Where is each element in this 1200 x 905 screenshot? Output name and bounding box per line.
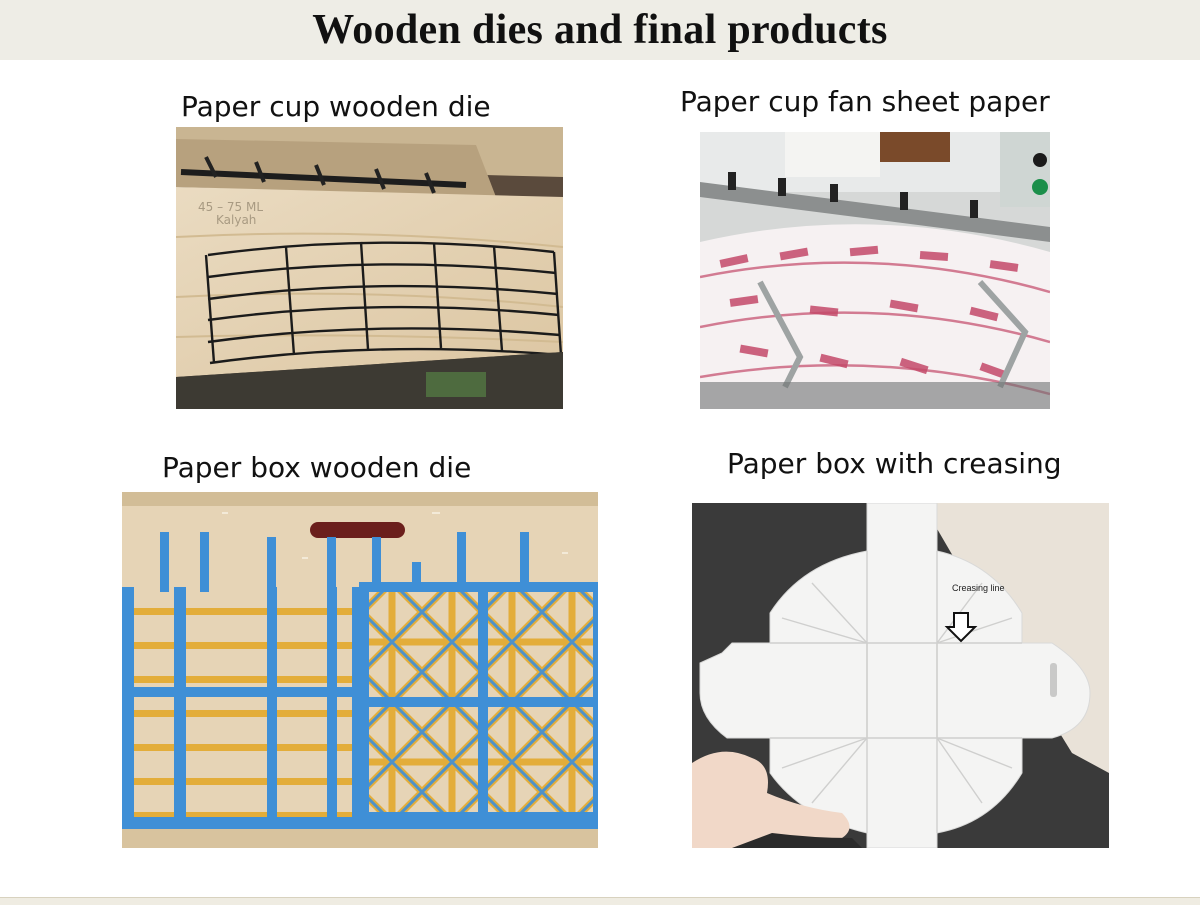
down-arrow-icon <box>944 612 978 643</box>
caption-cup-die: Paper cup wooden die <box>181 90 491 123</box>
creasing-line-label: Creasing line <box>952 583 1005 593</box>
board-marking-size: 45 – 75 ML <box>198 200 263 214</box>
caption-box-crease: Paper box with creasing <box>727 447 1062 480</box>
slide-title: Wooden dies and final products <box>312 7 888 53</box>
fan-sheet-photo <box>700 132 1050 409</box>
footer-rule <box>0 897 1200 905</box>
box-die-photo <box>122 492 598 848</box>
title-band: Wooden dies and final products <box>0 0 1200 60</box>
box-crease-photo: Creasing line <box>692 503 1109 848</box>
board-marking-name: Kalyah <box>216 213 256 227</box>
cup-die-photo: 45 – 75 ML Kalyah <box>176 127 563 409</box>
caption-fan-sheet: Paper cup fan sheet paper <box>680 85 1050 118</box>
caption-box-die: Paper box wooden die <box>162 451 472 484</box>
